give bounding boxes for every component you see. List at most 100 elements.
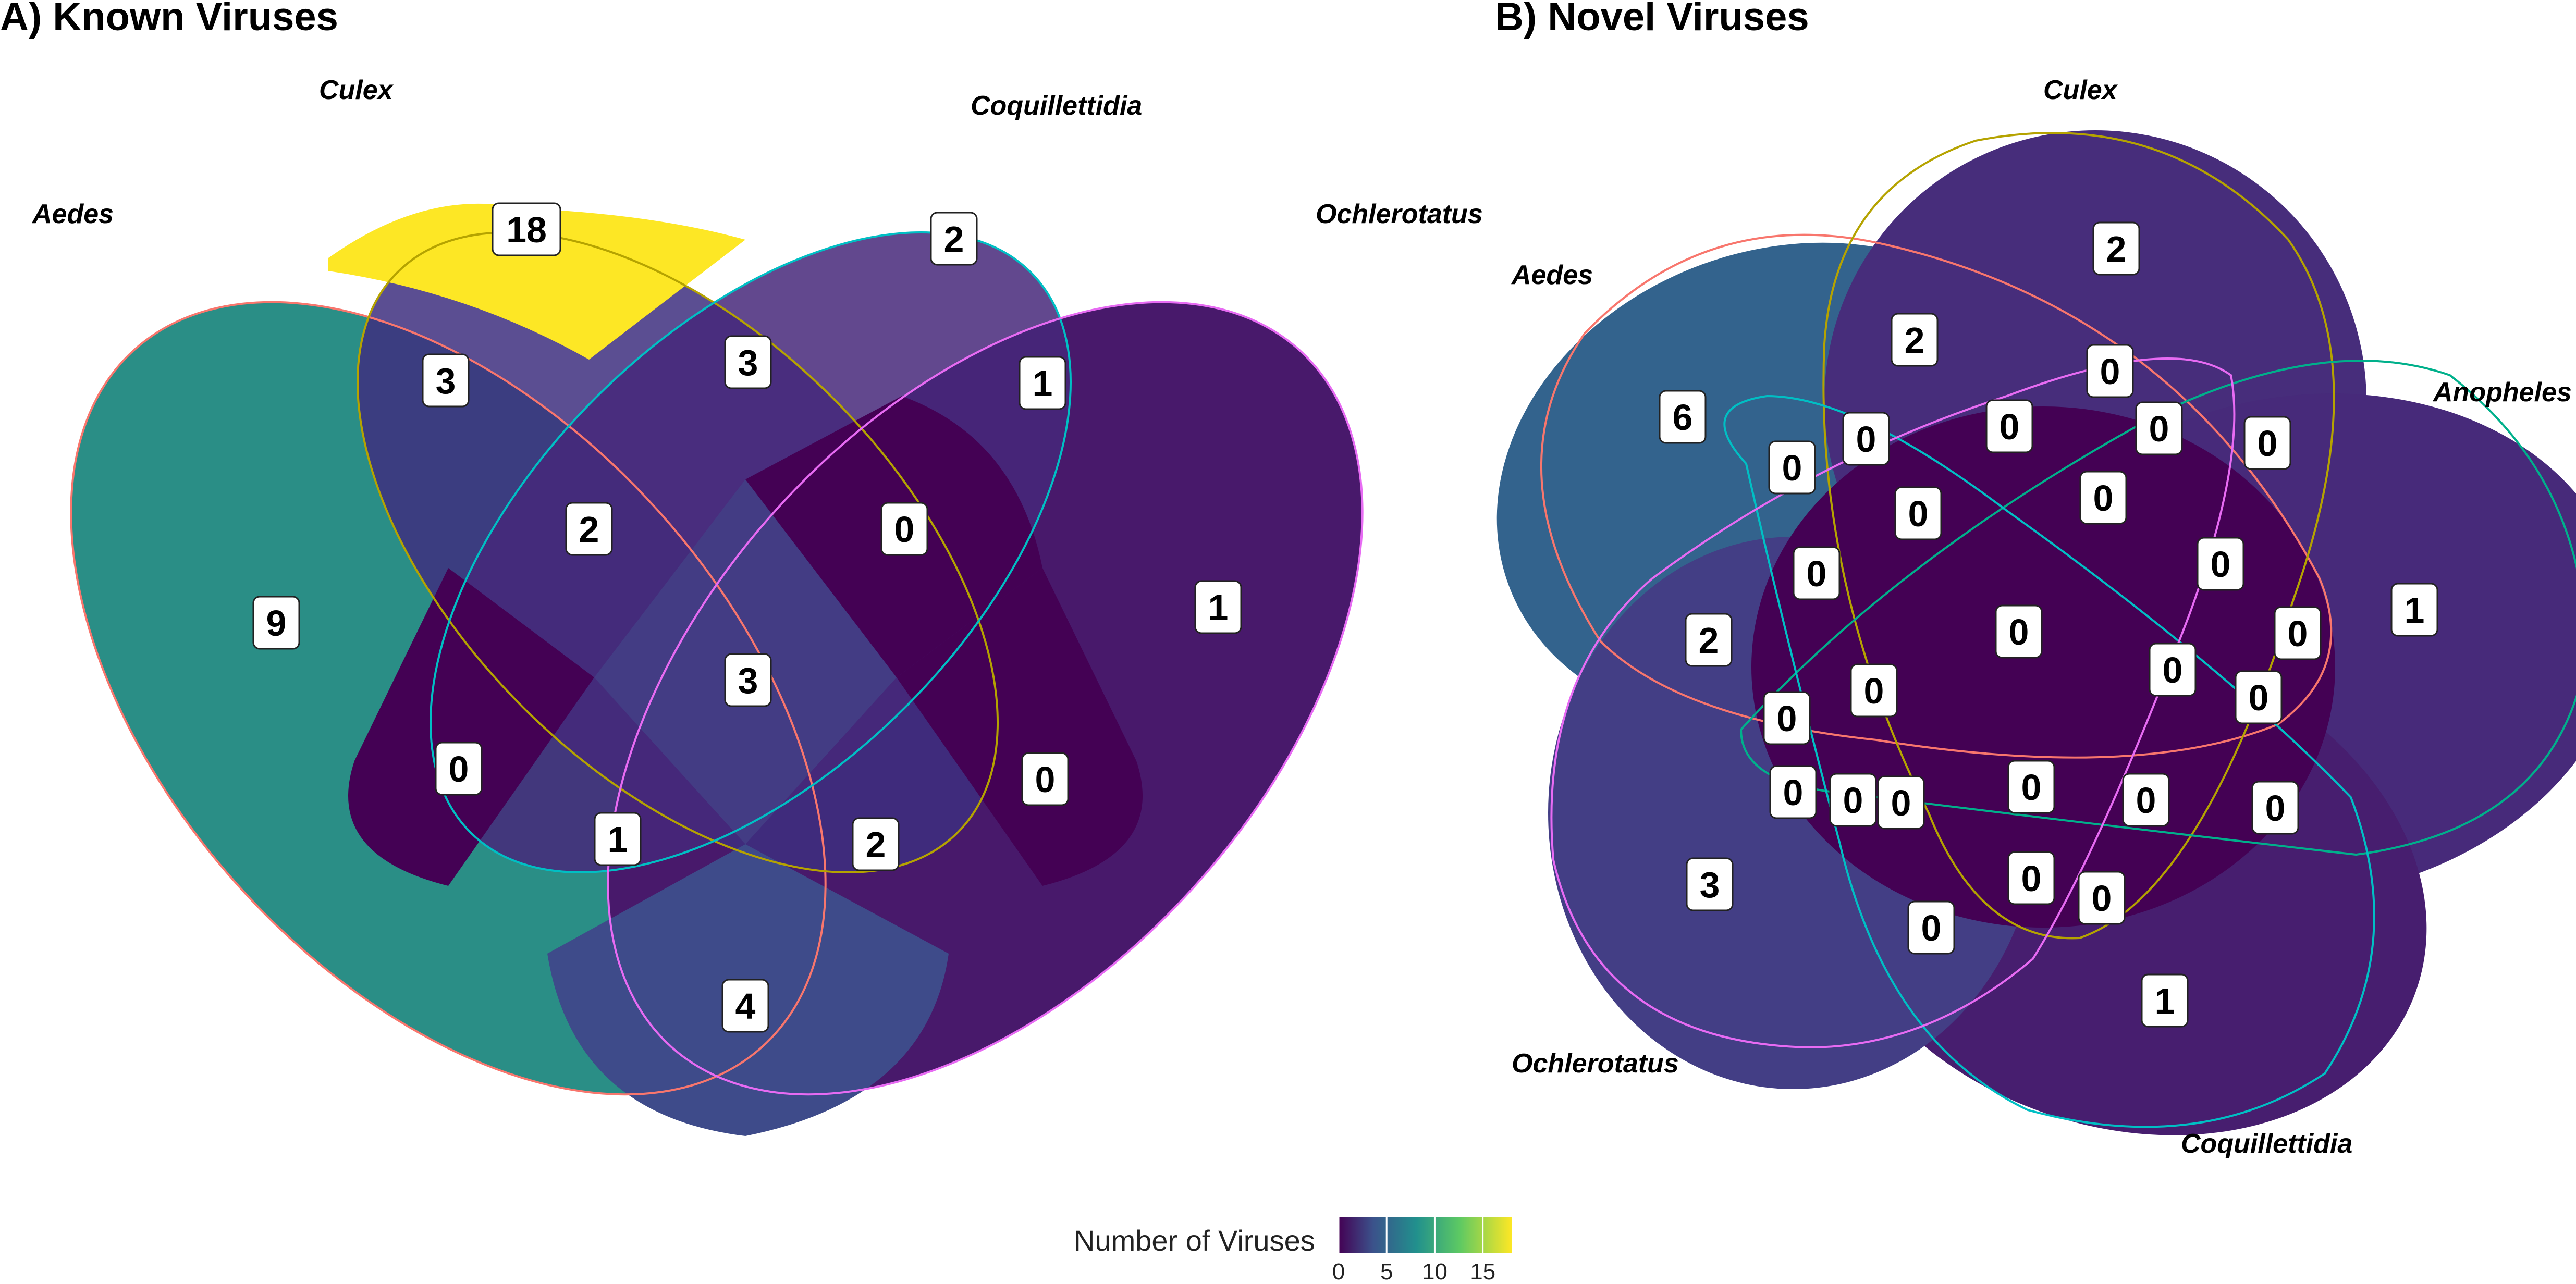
panel-b-region-count: 0 (2007, 851, 2055, 905)
panel-b: B) Novel Viruses Culex Aedes Anopheles O… (1495, 0, 2576, 1159)
panel-b-region-count: 3 (1686, 857, 1734, 911)
count-label: 2 (579, 509, 599, 550)
outline-anopheles-b (1739, 360, 2576, 856)
count-box (2197, 537, 2244, 591)
panel-a-region-count: 3 (422, 353, 470, 408)
panel-b-region-count: 0 (1842, 412, 1890, 466)
count-label: 0 (1908, 493, 1929, 534)
count-box (435, 742, 483, 796)
count-label: 3 (1700, 865, 1720, 905)
count-box (1985, 399, 2033, 453)
count-label: 18 (506, 209, 547, 250)
count-label: 3 (738, 342, 758, 383)
count-label: 1 (2405, 590, 2425, 631)
count-box (1995, 604, 2043, 659)
count-box (594, 812, 642, 866)
count-label: 0 (2149, 409, 2169, 449)
set-label-ochlerotatus-b: Ochlerotatus (1512, 1048, 1679, 1079)
count-box (1685, 613, 1733, 667)
count-label: 2 (2106, 229, 2127, 269)
panel-b-region-count: 0 (1985, 399, 2033, 453)
count-box (1842, 412, 1890, 466)
count-box (1907, 900, 1955, 955)
panel-a-region-count: 2 (930, 212, 978, 266)
panel-b-region-count: 0 (2135, 401, 2183, 455)
panel-b-region-count: 0 (1829, 773, 1877, 827)
set-label-coquillettidia: Coquillettidia (971, 91, 1142, 121)
count-label: 1 (1208, 587, 1229, 628)
count-box (422, 353, 470, 408)
count-label: 0 (449, 749, 469, 789)
count-label: 0 (2211, 544, 2231, 585)
panel-a-region-count: 2 (852, 817, 900, 871)
count-box (1686, 857, 1734, 911)
panel-b-region-count: 0 (1894, 486, 1942, 540)
set-label-coquillettidia-b: Coquillettidia (2181, 1129, 2352, 1159)
count-box (2141, 973, 2189, 1028)
count-box (2149, 643, 2197, 697)
count-label: 0 (2288, 613, 2308, 654)
panel-b-region-count: 0 (1850, 663, 1898, 718)
count-box (852, 817, 900, 871)
count-label: 2 (1699, 620, 1719, 661)
count-box (2078, 871, 2126, 925)
count-label: 0 (894, 509, 915, 550)
count-box (2235, 670, 2283, 724)
count-box (1829, 773, 1877, 827)
count-box (724, 335, 772, 389)
panel-b-region-count: 0 (2078, 871, 2126, 925)
count-box (2243, 416, 2291, 470)
set-label-anopheles-b: Anopheles (2432, 377, 2572, 408)
region-fill-dark-left (348, 568, 594, 886)
legend-title: Number of Viruses (1074, 1224, 1315, 1257)
panel-b-region-count: 0 (1768, 440, 1816, 495)
panel-b-title: B) Novel Viruses (1495, 0, 1809, 39)
panel-a-region-count: 0 (880, 502, 928, 556)
count-label: 0 (1035, 759, 1056, 800)
panel-a-title: A) Known Viruses (0, 0, 338, 39)
region-fill-core-b (1751, 406, 2335, 928)
panel-a-region-count: 4 (721, 979, 769, 1033)
count-label: 0 (1782, 448, 1802, 488)
legend-tick-label: 10 (1422, 1259, 1448, 1284)
panel-b-region-count: 0 (2007, 760, 2055, 814)
panel-b-region-count: 0 (2122, 773, 2170, 827)
set-label-aedes-b: Aedes (1511, 260, 1593, 290)
count-label: 1 (2155, 981, 2175, 1021)
panel-b-region-count: 0 (2086, 344, 2134, 398)
panel-b-region-count: 6 (1659, 390, 1707, 444)
panel-b-region-count: 0 (2197, 537, 2244, 591)
count-label: 0 (1777, 698, 1797, 739)
count-label: 0 (2021, 767, 2042, 808)
count-box (1021, 752, 1069, 806)
count-label: 0 (1843, 780, 1863, 821)
count-box (1894, 486, 1942, 540)
panel-b-region-count: 0 (1907, 900, 1955, 955)
count-label: 0 (2265, 788, 2286, 829)
count-box (2007, 851, 2055, 905)
panel-b-region-count: 0 (2149, 643, 2197, 697)
panel-a-region-count: 0 (435, 742, 483, 796)
count-label: 2 (944, 219, 964, 260)
panel-a-set-outlines (70, 231, 1364, 1096)
panel-a-region-count: 9 (252, 596, 300, 650)
panel-a-region-count: 1 (1194, 580, 1242, 634)
count-label: 0 (1807, 553, 1827, 594)
count-label: 0 (2258, 423, 2278, 464)
panel-b-region-count: 2 (1891, 313, 1939, 367)
set-label-culex-b: Culex (2043, 75, 2118, 105)
panel-a-region-count: 18 (492, 202, 561, 256)
set-label-aedes: Aedes (31, 199, 114, 229)
count-box (492, 202, 561, 256)
panel-b-region-count: 0 (2079, 471, 2127, 525)
panel-b-region-count: 0 (1877, 775, 1925, 830)
panel-a-region-count: 0 (1021, 752, 1069, 806)
count-label: 0 (1783, 772, 1804, 813)
panel-a-region-count: 3 (724, 335, 772, 389)
panel-a-region-count: 2 (565, 502, 613, 556)
count-label: 0 (1856, 419, 1876, 460)
panel-b-region-count: 0 (1995, 604, 2043, 659)
count-box (1877, 775, 1925, 830)
